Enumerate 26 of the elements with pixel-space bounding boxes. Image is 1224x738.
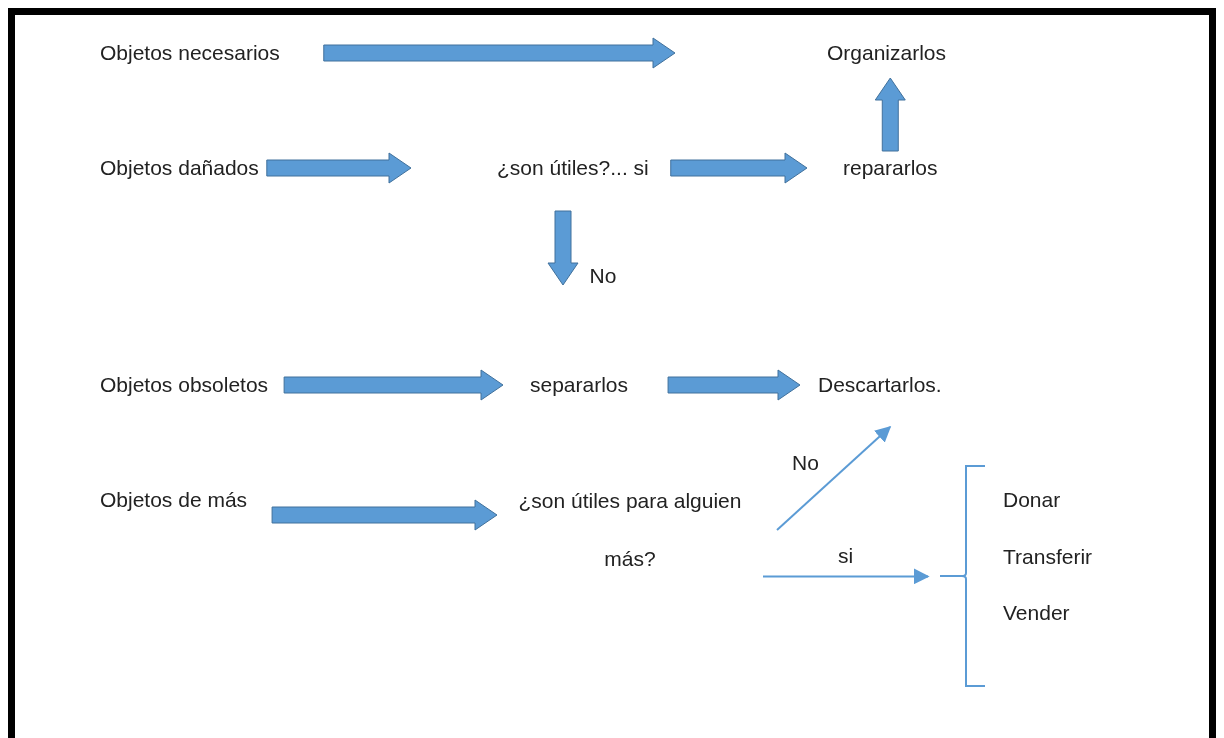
edge-label: No [792, 449, 819, 476]
block-arrow [283, 369, 504, 401]
node-text: Objetos necesarios [100, 38, 280, 68]
node-text: ¿son útiles?... si [497, 153, 649, 183]
node-text: Donar [1003, 485, 1061, 515]
node-text: Objetos dañados [100, 153, 259, 183]
arrow [776, 425, 892, 531]
block-arrow [323, 37, 676, 69]
node-text: Objetos obsoletos [100, 370, 269, 400]
arrow [762, 568, 930, 585]
node-text: Transferir [1003, 542, 1093, 572]
block-arrow [266, 152, 412, 184]
edge-label: si [837, 543, 854, 570]
edge-label: No [589, 263, 617, 289]
node-text: Organizarlos [827, 38, 947, 68]
node-text: Vender [1003, 598, 1070, 628]
node-text: Descartarlos. [818, 370, 942, 400]
block-arrow [670, 152, 808, 184]
node-text: separarlos [530, 370, 629, 400]
block-arrow [874, 77, 906, 152]
block-arrow [667, 369, 801, 401]
block-arrow [271, 499, 498, 531]
node-text: ¿son útiles para alguien más? [510, 472, 750, 588]
node-text: Objetos de más [100, 485, 248, 515]
node-text: repararlos [843, 153, 938, 183]
block-arrow [547, 210, 579, 286]
